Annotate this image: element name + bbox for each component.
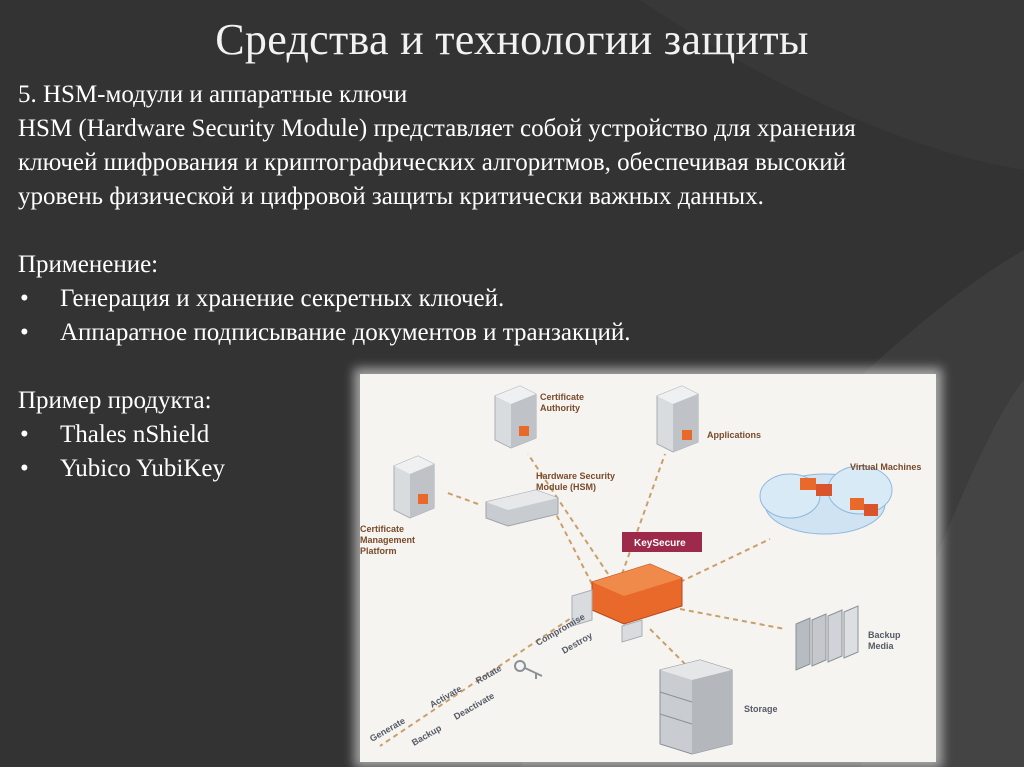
lifecycle-label: Backup — [410, 723, 444, 748]
node-label: Media — [868, 641, 895, 651]
example-item-text: Thales nShield — [60, 421, 210, 448]
node-label: Certificate — [540, 392, 584, 402]
bullet-icon: • — [20, 319, 29, 346]
usage-item: • Аппаратное подписывание документов и т… — [18, 316, 1008, 350]
node-label: Hardware Security — [536, 471, 615, 481]
node-label: Authority — [540, 403, 580, 413]
usage-item-text: Аппаратное подписывание документов и тра… — [60, 319, 631, 346]
description-line-2: ключей шифрования и криптографических ал… — [18, 149, 847, 176]
node-label: Applications — [707, 430, 761, 440]
keysecure-label: KeySecure — [634, 538, 686, 549]
lifecycle-label: Activate — [428, 684, 463, 710]
node-label: Management — [360, 535, 415, 545]
section-heading: 5. HSM-модули и аппаратные ключи — [18, 81, 408, 108]
node-label: Virtual Machines — [850, 462, 921, 472]
lifecycle-label: Rotate — [474, 663, 503, 686]
node-label: Storage — [744, 704, 778, 714]
hsm-appliance-icon — [485, 489, 559, 527]
node-label: Certificate — [360, 524, 404, 534]
lifecycle-label: Deactivate — [452, 691, 496, 722]
node-label: Backup — [868, 630, 901, 640]
hsm-diagram-image: Certificate Authority Applications Hardw… — [360, 374, 936, 762]
example-item: • Thales nShield — [18, 418, 1008, 452]
bullet-icon: • — [20, 421, 29, 448]
usage-item: • Генерация и хранение секретных ключей. — [18, 282, 1008, 316]
bullet-icon: • — [20, 455, 29, 482]
server-icon — [393, 455, 435, 519]
cloud-icon — [759, 465, 893, 535]
usage-item-text: Генерация и хранение секретных ключей. — [60, 285, 505, 312]
hsm-diagram: Certificate Authority Applications Hardw… — [360, 385, 921, 755]
server-icon — [494, 385, 537, 449]
slide-body: 5. HSM-модули и аппаратные ключи HSM (Ha… — [18, 78, 1008, 486]
usage-heading: Применение: — [18, 251, 159, 278]
backup-media-icon — [795, 605, 859, 671]
description-line-3: уровень физической и цифровой защиты кри… — [18, 183, 764, 210]
bullet-icon: • — [20, 285, 29, 312]
keysecure-label-box — [622, 532, 702, 552]
storage-icon — [659, 659, 733, 755]
node-label: Platform — [360, 546, 397, 556]
description-line-1: HSM (Hardware Security Module) представл… — [18, 115, 856, 142]
lifecycle-label: Generate — [368, 716, 407, 744]
lifecycle-label: Destroy — [560, 630, 594, 655]
example-item: • Yubico YubiKey — [18, 452, 1008, 486]
key-icon — [514, 660, 543, 679]
examples-heading: Пример продукта: — [18, 387, 212, 414]
connection-lines — [379, 453, 786, 747]
example-item-text: Yubico YubiKey — [60, 455, 226, 482]
server-icon — [656, 385, 699, 453]
node-label: Module (HSM) — [536, 482, 596, 492]
keysecure-appliance-icon — [571, 563, 683, 643]
slide-title: Средства и технологии защиты — [215, 15, 809, 64]
